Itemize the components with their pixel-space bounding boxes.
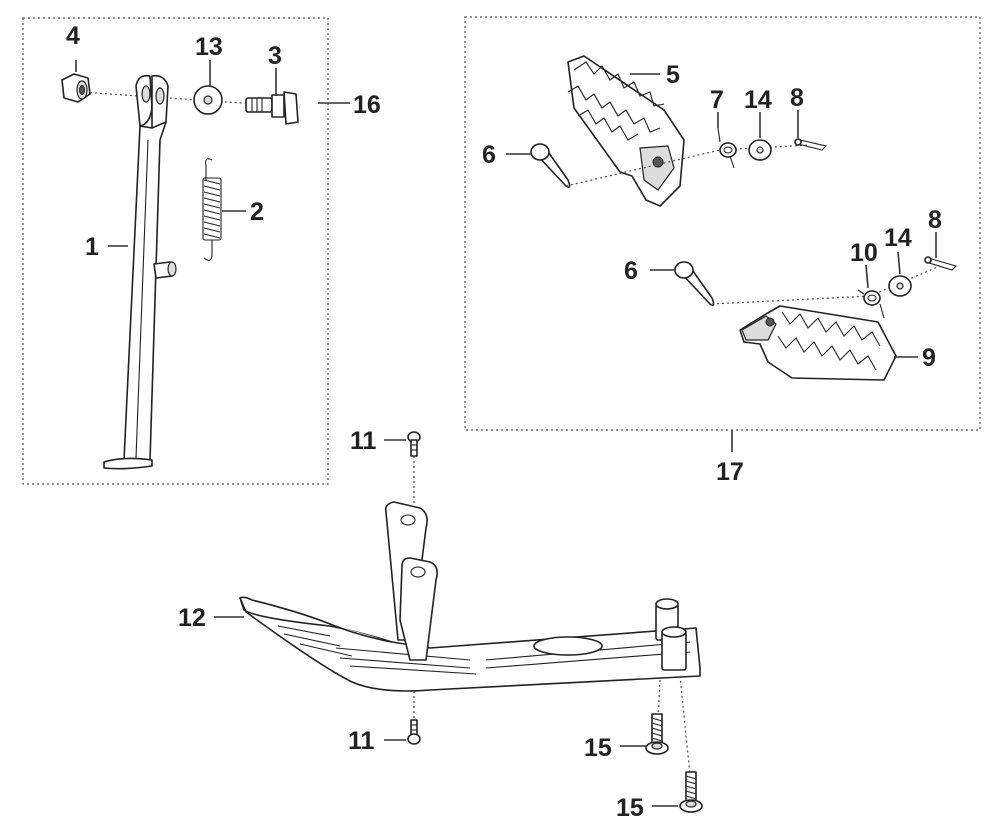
callout-17: 17 [716, 458, 744, 486]
part-15-bolt-right [679, 771, 703, 813]
part-2-spring [202, 158, 222, 261]
callout-7: 7 [710, 86, 724, 114]
part-8-cotter-pin-upper [794, 138, 828, 151]
part-12-skid-plate [239, 501, 701, 692]
leader-14-lower [897, 251, 901, 275]
callout-14-upper: 14 [744, 86, 772, 114]
part-14-washer-upper [748, 139, 772, 161]
part-5-footpeg-left [567, 55, 685, 207]
callout-14-lower: 14 [884, 224, 912, 252]
callout-6-upper: 6 [482, 141, 496, 169]
part-15-bolt-left [645, 713, 669, 755]
part-10-spring-lower [857, 289, 885, 319]
callout-2: 2 [250, 198, 264, 226]
part-11-bolt-lower [407, 719, 421, 745]
part-8-cotter-pin-lower [924, 256, 958, 271]
axis-line-lower-peg [711, 295, 871, 305]
part-13-washer [193, 85, 223, 115]
axis-line-stand-bolt [79, 91, 301, 108]
callout-11-lower: 11 [348, 727, 375, 755]
callout-16: 16 [353, 91, 381, 119]
part-11-bolt-upper [407, 431, 421, 457]
callout-15-left: 15 [584, 734, 612, 762]
callout-8-lower: 8 [928, 206, 942, 234]
callout-10: 10 [850, 239, 878, 267]
callout-15-right: 15 [616, 794, 644, 822]
callout-6-lower: 6 [624, 257, 638, 285]
axis-line-bolt-15a [657, 639, 663, 721]
part-7-spring-upper [717, 127, 737, 169]
callout-11-upper: 11 [350, 427, 377, 455]
callout-3: 3 [268, 42, 282, 70]
part-14-washer-lower [888, 275, 912, 297]
part-6-pin-lower [674, 261, 715, 306]
callout-4: 4 [66, 22, 80, 50]
callout-1: 1 [85, 233, 99, 261]
part-9-footpeg-right [739, 305, 897, 381]
part-4-flange-nut [61, 73, 91, 103]
part-3-bolt [245, 91, 299, 125]
leader-10 [865, 264, 869, 289]
axis-line-upper-peg [565, 149, 721, 187]
callout-8-upper: 8 [790, 84, 804, 112]
part-6-pin-upper [530, 143, 571, 188]
callout-5: 5 [666, 61, 680, 89]
callout-12: 12 [178, 604, 206, 632]
callout-9: 9 [922, 344, 936, 372]
part-1-side-stand [103, 74, 177, 470]
callout-13: 13 [195, 33, 223, 61]
group-17-boundary [464, 16, 981, 431]
